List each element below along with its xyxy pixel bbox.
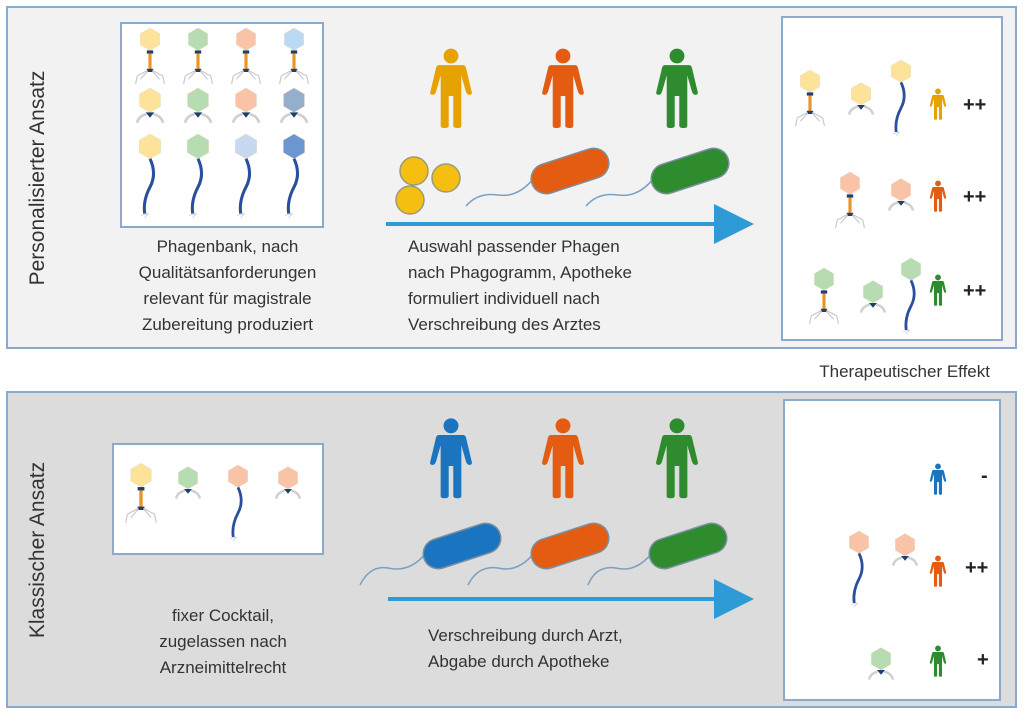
caption-line: Verschreibung durch Arzt,	[428, 626, 623, 645]
caption-line: Qualitätsanforderungen	[138, 263, 317, 282]
classic-process-graphic	[359, 418, 754, 619]
phage-icon	[809, 268, 839, 324]
orange-rod-bacterium-icon	[465, 147, 610, 207]
patient-orange-icon	[542, 48, 584, 128]
caption-line: Arzneimittelrecht	[159, 658, 287, 677]
classic-approach-label-wrap: Klassischer Ansatz	[8, 393, 68, 706]
caption-line: nach Phagogramm, Apotheke	[408, 263, 632, 282]
phage-icon	[183, 88, 213, 125]
personalized-process-caption: Auswahl passender Phagen nach Phagogramm…	[408, 234, 728, 338]
phage-icon	[137, 134, 163, 218]
classic-approach-label: Klassischer Ansatz	[26, 461, 49, 638]
effect-mark: -	[981, 465, 988, 487]
blue-rod-bacterium-icon	[359, 522, 502, 586]
personalized-effect-box: ++ ++ ++	[781, 16, 1003, 341]
phage-icon	[226, 463, 250, 543]
phage-icon	[233, 134, 259, 218]
personalized-approach-label-wrap: Personalisierter Ansatz	[8, 8, 68, 347]
phage-icon	[125, 463, 157, 523]
patient-yellow-icon	[430, 48, 472, 128]
personalized-approach-panel: Personalisierter Ansatz Phagenbank, nach…	[6, 6, 1017, 349]
patient-orange-icon	[929, 555, 947, 587]
effect-mark: ++	[965, 557, 989, 579]
caption-line: Verschreibung des Arztes	[408, 315, 601, 334]
caption-line: Zubereitung produziert	[141, 315, 314, 334]
personalized-process-graphic	[386, 48, 754, 244]
caption-line: Abgabe durch Apotheke	[428, 652, 610, 671]
phage-icon	[279, 88, 309, 125]
phage-icon	[887, 178, 915, 212]
fixed-cocktail-graphic	[125, 463, 302, 543]
effect-mark: ++	[963, 186, 987, 208]
caption-line: fixer Cocktail,	[171, 606, 275, 625]
phage-icon	[134, 28, 166, 84]
phage-icon	[185, 134, 211, 218]
orange-rod-bacterium-icon	[467, 522, 610, 586]
classic-process-caption: Verschreibung durch Arzt, Abgabe durch A…	[428, 623, 748, 675]
caption-line: zugelassen nach	[159, 632, 287, 651]
phage-bank-caption: Phagenbank, nach Qualitätsanforderungen …	[120, 234, 335, 338]
classic-effect-box: - ++ +	[783, 399, 1001, 701]
fixed-cocktail-box	[112, 443, 324, 555]
phage-icon	[174, 465, 202, 500]
patient-green-icon	[929, 274, 947, 306]
patient-blue-icon	[430, 418, 472, 499]
green-rod-bacterium-icon	[585, 147, 730, 207]
phage-icon	[890, 60, 912, 136]
phage-icon	[867, 647, 895, 681]
effect-mark: +	[977, 649, 989, 671]
phage-icon	[847, 82, 875, 116]
phage-icon	[182, 28, 214, 84]
phage-icon	[795, 70, 825, 126]
phage-icon	[891, 533, 919, 567]
phage-icon	[835, 172, 865, 228]
patient-yellow-icon	[929, 88, 947, 120]
phage-icon	[230, 28, 262, 84]
phage-icon	[135, 88, 165, 125]
classic-effect-graphic	[848, 463, 947, 681]
personalized-approach-label: Personalisierter Ansatz	[26, 70, 49, 285]
patient-green-icon	[656, 48, 698, 128]
effect-row-green	[809, 258, 947, 334]
effect-row-orange	[835, 172, 947, 228]
phage-icon	[278, 28, 310, 84]
therapeutic-effect-title: Therapeutischer Effekt	[819, 362, 990, 381]
phage-icon	[900, 258, 922, 334]
patient-green-icon	[656, 418, 698, 499]
caption-line: relevant für magistrale	[143, 289, 312, 308]
patient-blue-icon	[929, 463, 947, 495]
effect-mark: ++	[963, 94, 987, 116]
classic-approach-panel: Klassischer Ansatz fixer Cocktail, zugel…	[6, 391, 1017, 708]
phage-icon	[848, 531, 870, 607]
phage-icon	[859, 280, 887, 314]
patient-orange-icon	[542, 418, 584, 499]
effect-row-yellow	[795, 60, 947, 136]
phage-bank-grid	[134, 28, 310, 218]
patient-orange-icon	[929, 180, 947, 212]
phage-icon	[231, 88, 261, 125]
green-rod-bacterium-icon	[587, 522, 728, 586]
caption-line: Auswahl passender Phagen	[408, 237, 620, 256]
phage-bank-box	[120, 22, 324, 228]
patient-green-icon	[929, 645, 947, 677]
fixed-cocktail-caption: fixer Cocktail, zugelassen nach Arzneimi…	[118, 603, 328, 681]
caption-line: Phagenbank, nach	[156, 237, 299, 256]
phage-icon	[281, 134, 307, 218]
cocci-cluster-icon	[395, 156, 461, 215]
caption-line: formuliert individuell nach	[408, 289, 600, 308]
effect-mark: ++	[963, 280, 987, 302]
phage-icon	[274, 465, 302, 500]
